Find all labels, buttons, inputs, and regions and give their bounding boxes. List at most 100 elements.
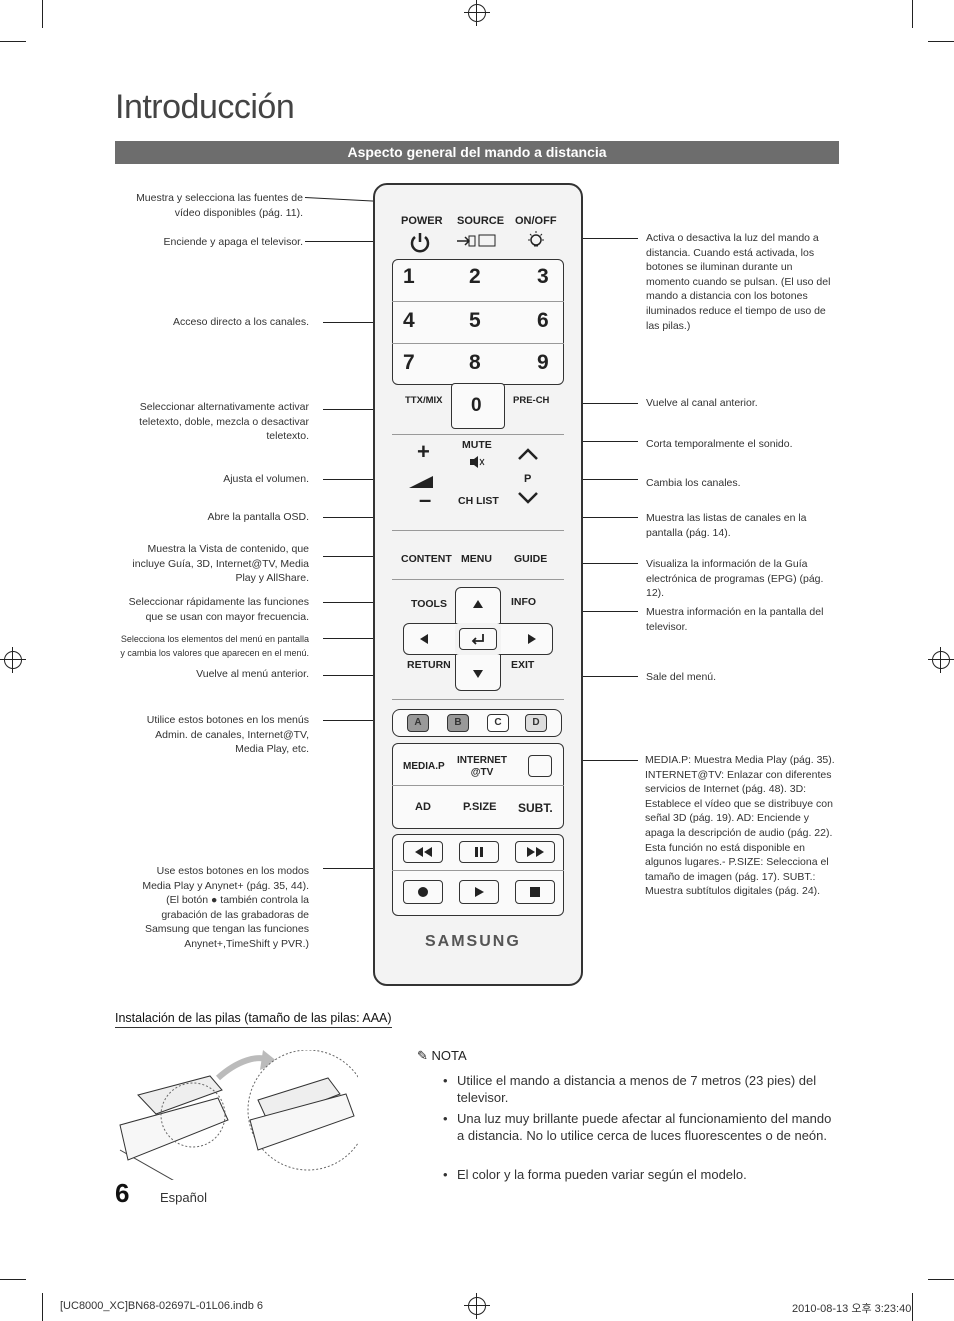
leader-line [552,403,638,404]
ch-list-button[interactable]: CH LIST [458,495,499,507]
leader-line [548,676,638,677]
power-icon[interactable] [409,231,431,253]
callout-volume: Ajusta el volumen. [223,473,309,485]
rewind-icon [415,847,432,857]
play-icon [475,887,484,897]
button-a[interactable]: A [407,714,429,732]
digit-6-button[interactable]: 6 [537,309,549,332]
leader-line [558,760,638,761]
button-b[interactable]: B [447,714,469,732]
leader-line [323,517,413,518]
note-item: •El color y la forma pueden variar según… [443,1167,747,1182]
content-button[interactable]: CONTENT [401,553,452,565]
light-bulb-icon[interactable] [525,230,547,252]
leader-line [548,611,638,612]
crop-mark [0,41,26,42]
digit-5-button[interactable]: 5 [469,309,481,332]
arrow-left-icon[interactable] [419,633,429,645]
button-c[interactable]: C [487,714,509,732]
leader-line [323,556,393,557]
volume-up-button[interactable]: + [417,439,430,464]
digit-0-button[interactable]: 0 [471,395,482,416]
return-button[interactable]: RETURN [407,659,451,671]
leader-line [323,720,395,721]
callout-digits: Acceso directo a los canales. [173,316,309,328]
volume-down-button[interactable]: – [419,487,432,512]
callout-return: Vuelve al menú anterior. [196,668,309,680]
divider [392,434,564,435]
digit-7-button[interactable]: 7 [403,351,415,374]
button-d[interactable]: D [525,714,547,732]
digit-9-button[interactable]: 9 [537,351,549,374]
note-item: •Utilice el mando a distancia a menos de… [443,1073,817,1105]
pause-button[interactable] [459,841,499,863]
nota-label: NOTA [431,1048,467,1063]
callout-power: Enciende y apaga el televisor. [163,236,303,248]
callout-chlist: Muestra las listas de canales en la pant… [646,512,807,539]
enter-button[interactable] [459,628,497,650]
fast-forward-icon [527,847,544,857]
digit-4-button[interactable]: 4 [403,309,415,332]
divider [392,579,564,580]
mute-icon [470,456,485,468]
source-label: SOURCE [457,215,505,227]
digit-0-key[interactable] [451,383,505,429]
p-size-button[interactable]: P.SIZE [463,801,497,813]
pre-ch-button[interactable]: PRE-CH [513,395,550,406]
leader-line [540,479,638,480]
guide-button[interactable]: GUIDE [514,553,548,565]
language-label: Español [160,1190,207,1205]
source-icon[interactable] [455,233,499,249]
leader-line [323,409,398,410]
channel-down-icon[interactable] [517,491,539,505]
divider [392,699,564,700]
leader-line [552,238,638,239]
callout-guide: Visualiza la información de la Guía elec… [646,558,824,600]
footer-file: [UC8000_XC]BN68-02697L-01L06.indb 6 [60,1300,264,1312]
divider [392,301,564,302]
enter-icon [471,634,484,645]
digit-1-button[interactable]: 1 [403,265,415,288]
power-label: POWER [401,215,443,227]
divider [392,530,564,531]
channel-up-icon[interactable] [517,447,539,461]
ad-button[interactable]: AD [415,801,431,813]
callout-tools: Seleccionar rápidamente las funciones qu… [128,596,309,623]
mute-button[interactable]: MUTE [462,439,492,451]
callout-playback: Use estos botones en los modos Media Pla… [142,865,309,950]
crop-mark [0,1279,26,1280]
remote-control: POWER SOURCE ON/OFF 1 2 3 4 5 6 7 8 9 0 … [373,183,583,986]
crop-mark [912,0,913,28]
digit-2-button[interactable]: 2 [469,265,481,288]
tools-button[interactable]: TOOLS [411,598,447,610]
callout-source: Muestra y selecciona las fuentes de víde… [136,192,303,219]
leader-line [323,638,401,639]
callout-channel: Cambia los canales. [646,477,741,489]
divider [392,785,564,786]
exit-button[interactable]: EXIT [511,659,535,671]
callout-onoff: Activa o desactiva la luz del mando a di… [646,232,831,332]
leader-line [323,868,393,869]
subt-button[interactable]: SUBT. [518,801,553,815]
digit-8-button[interactable]: 8 [469,351,481,374]
record-icon [418,887,428,897]
ttx-mix-button[interactable]: TTX/MIX [405,395,443,406]
crop-mark [42,1293,43,1321]
internet-tv-button[interactable]: INTERNET @TV [457,755,507,778]
media-p-button[interactable]: MEDIA.P [403,761,445,772]
leader-line [323,479,398,480]
callout-mute: Corta temporalmente el sonido. [646,438,793,450]
3d-button[interactable] [528,755,552,777]
channel-p-label: P [524,473,532,485]
callout-nav: Selecciona los elementos del menú en pan… [120,634,309,658]
arrow-up-icon[interactable] [472,599,484,609]
section-band: Aspecto general del mando a distancia [115,141,839,164]
digit-3-button[interactable]: 3 [537,265,549,288]
arrow-right-icon[interactable] [527,633,537,645]
callout-abcd: Utilice estos botones en los menús Admin… [146,714,309,756]
arrow-down-icon[interactable] [472,669,484,679]
leader-line [552,563,638,564]
callout-info: Muestra información en la pantalla del t… [646,606,824,633]
menu-button[interactable]: MENU [461,553,492,565]
info-button[interactable]: INFO [511,596,537,608]
